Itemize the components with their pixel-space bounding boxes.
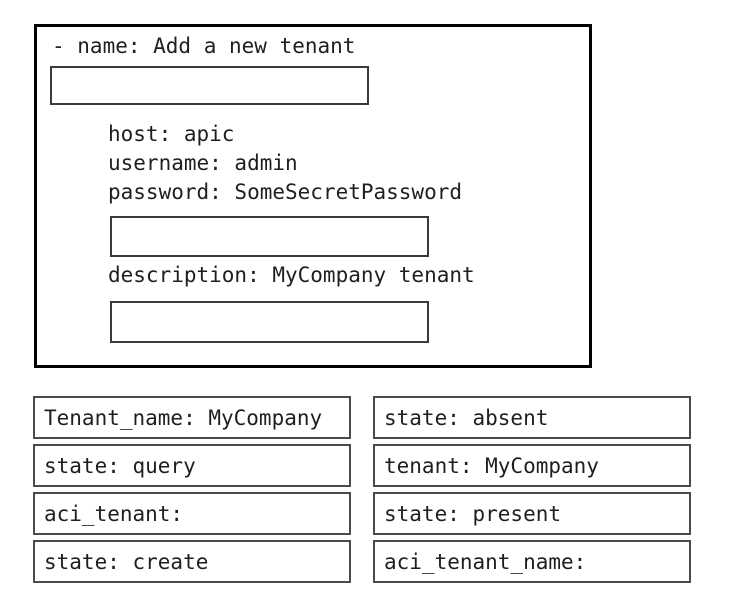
option-tile-aci-tenant-name[interactable]: aci_tenant_name: (373, 540, 691, 583)
drop-target-blank-1[interactable] (50, 66, 369, 105)
playbook-line-name: - name: Add a new tenant (52, 34, 356, 58)
drop-target-blank-3[interactable] (110, 301, 429, 343)
drop-target-blank-2[interactable] (110, 216, 429, 257)
option-tile-state-create[interactable]: state: create (33, 540, 351, 583)
playbook-line-password: password: SomeSecretPassword (108, 180, 463, 204)
playbook-line-description: description: MyCompany tenant (108, 263, 475, 287)
option-tile-state-query[interactable]: state: query (33, 444, 351, 487)
option-tile-state-absent[interactable]: state: absent (373, 396, 691, 439)
option-tile-state-present[interactable]: state: present (373, 492, 691, 535)
playbook-line-host: host: apic (108, 122, 235, 146)
option-tile-tenant-mycompany[interactable]: tenant: MyCompany (373, 444, 691, 487)
option-tile-tenant-name-mycompany[interactable]: Tenant_name: MyCompany (33, 396, 351, 439)
answer-options-grid: Tenant_name: MyCompany state: absent sta… (33, 396, 691, 583)
playbook-line-username: username: admin (108, 151, 298, 175)
playbook-card: - name: Add a new tenant host: apic user… (34, 24, 592, 368)
option-tile-aci-tenant[interactable]: aci_tenant: (33, 492, 351, 535)
